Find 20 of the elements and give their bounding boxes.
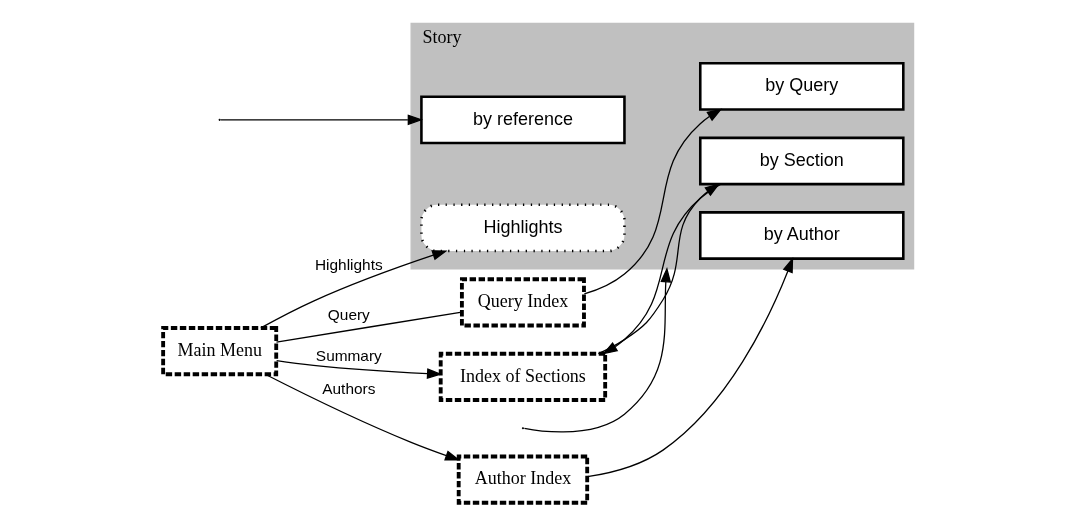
node-box: by Query [698, 62, 905, 111]
edge-label: Highlights [314, 255, 383, 273]
arrow [259, 250, 448, 329]
edge-label: Summary [315, 346, 382, 364]
node-box: Index of Sections [438, 351, 607, 402]
edge-label: Query [327, 305, 370, 323]
node-box: by Section [698, 136, 905, 186]
arrow [264, 373, 460, 461]
node-box: Query Index [459, 277, 586, 328]
arrow [523, 266, 671, 433]
node-box: Highlights [419, 203, 626, 253]
node-box: by reference [419, 95, 626, 145]
arrow [275, 359, 442, 379]
node-box: by Author [698, 211, 905, 260]
node-box: Main Menu [160, 326, 278, 377]
arrow [586, 257, 793, 478]
node-box: Author Index [456, 454, 589, 505]
edge-label: Authors [321, 380, 375, 398]
arrow [219, 114, 423, 126]
connector [275, 311, 462, 343]
